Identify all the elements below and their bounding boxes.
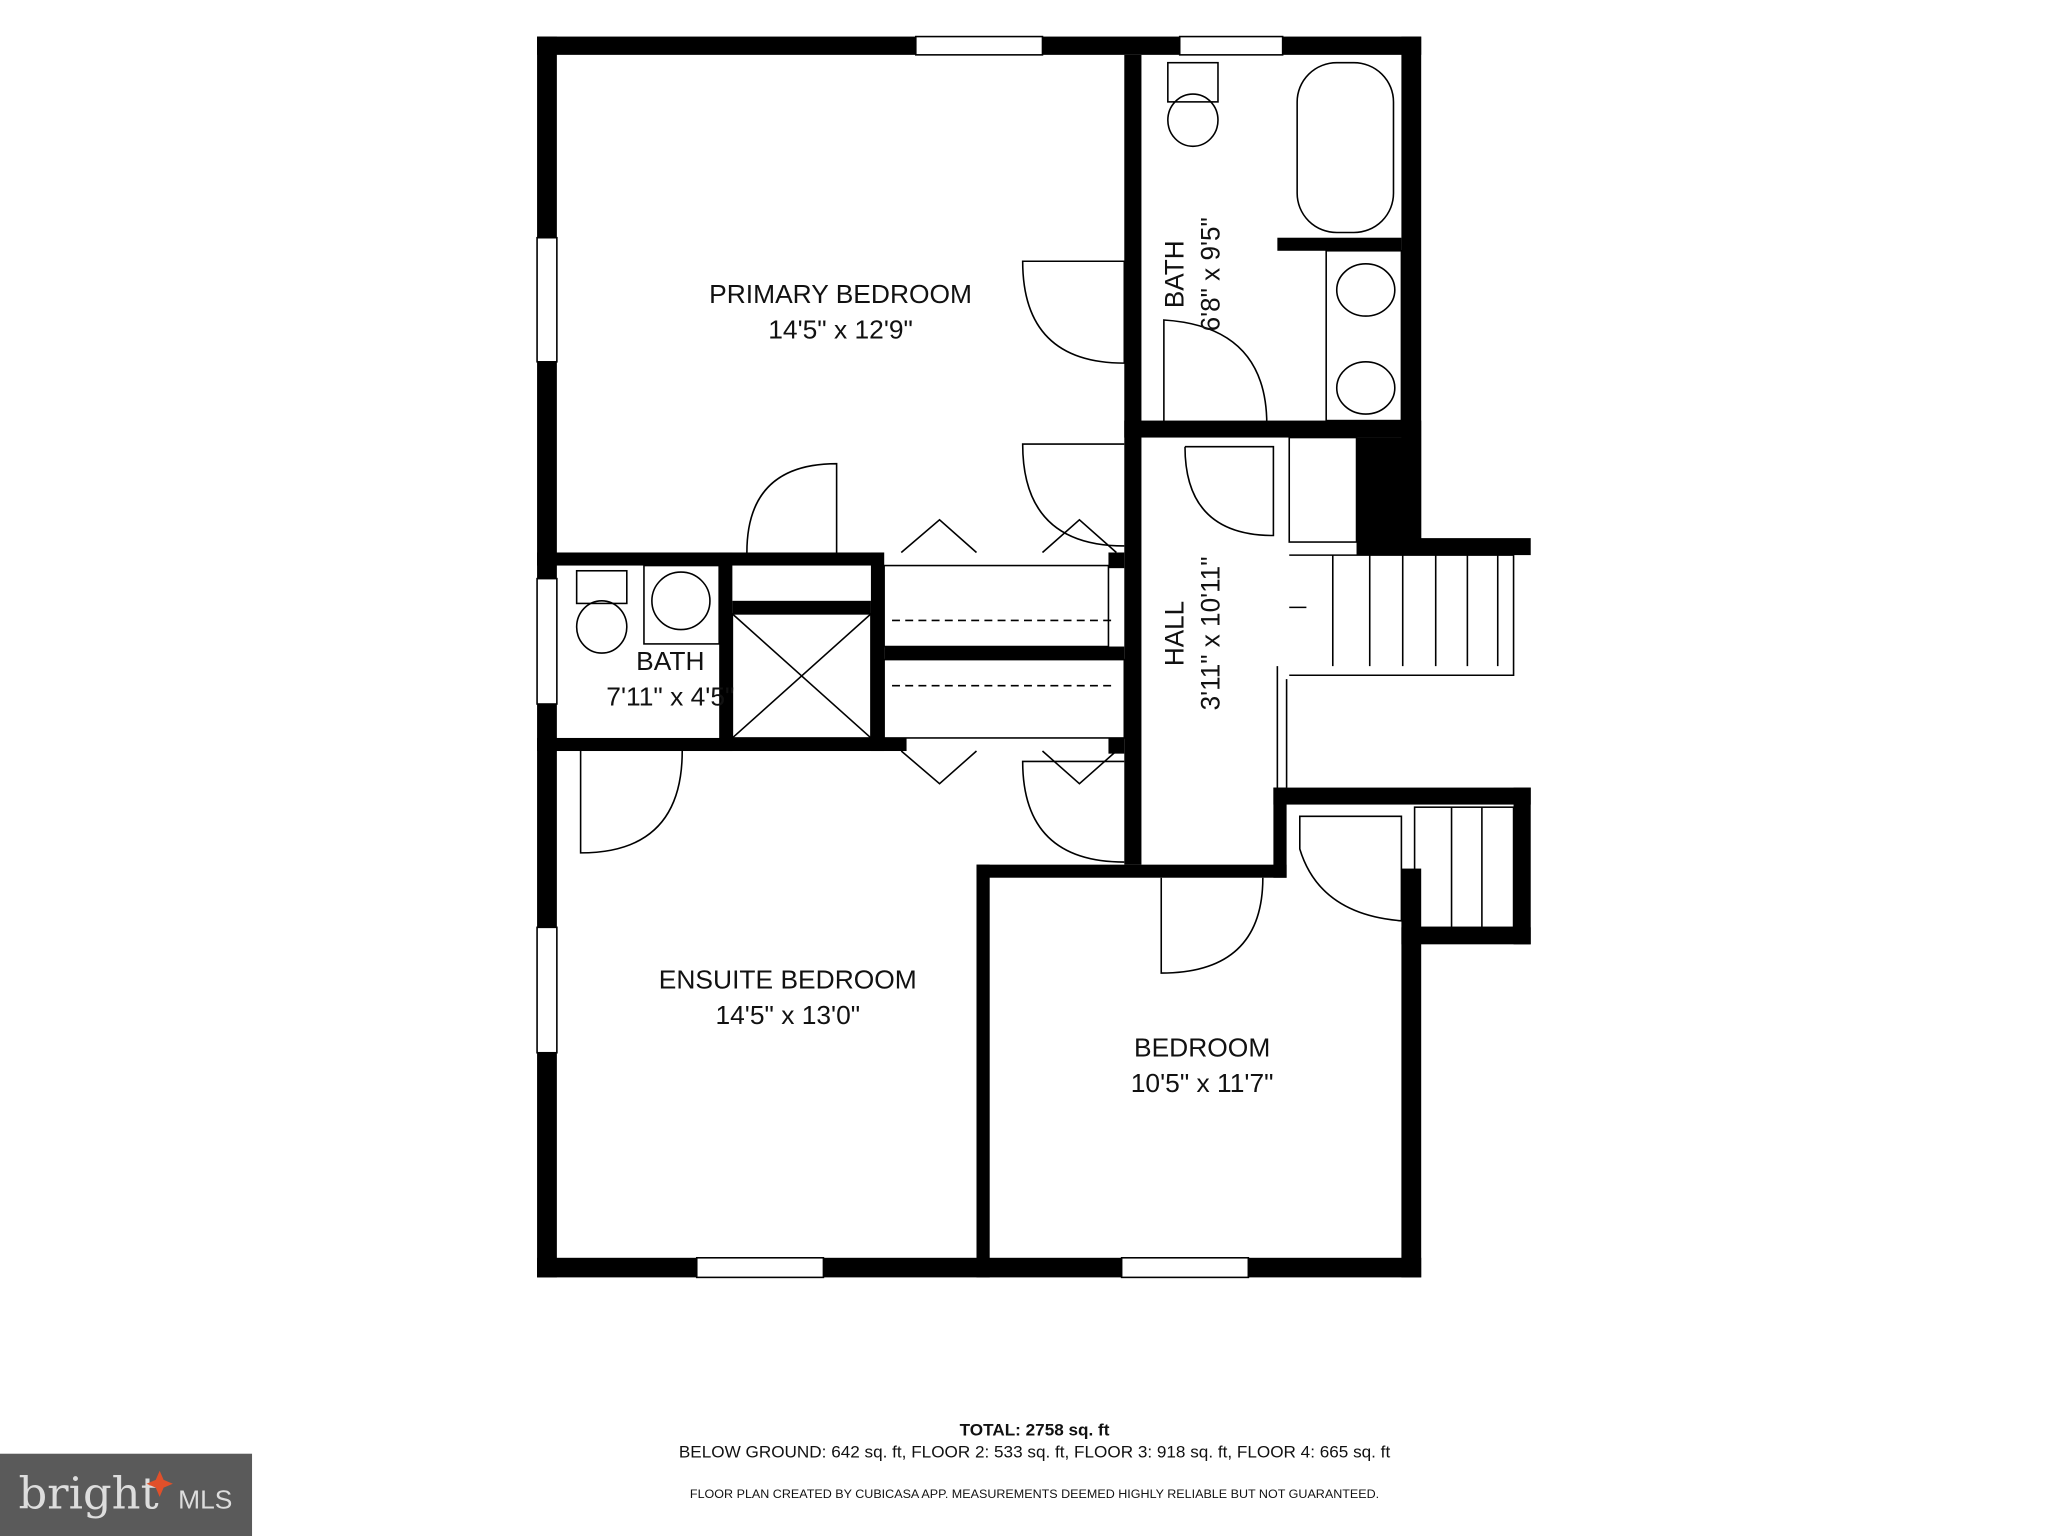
hall-name: HALL (1160, 601, 1190, 666)
bath-upper-name: BATH (1160, 240, 1190, 308)
bath-left-size: 7'11" x 4'5" (606, 681, 734, 711)
bedroom-size: 10'5" x 11'7" (1131, 1068, 1274, 1098)
total-area: TOTAL: 2758 sq. ft (960, 1421, 1110, 1440)
ensuite-bedroom-name: ENSUITE BEDROOM (659, 965, 917, 995)
footer: TOTAL: 2758 sq. ft BELOW GROUND: 642 sq.… (679, 1421, 1391, 1502)
bath-upper-size: 6'8" x 9'5" (1195, 217, 1225, 331)
disclaimer: FLOOR PLAN CREATED BY CUBICASA APP. MEAS… (690, 1487, 1379, 1501)
bright-mls-logo: bright MLS (0, 1453, 253, 1536)
svg-text:bright: bright (18, 1468, 158, 1520)
bedroom-name: BEDROOM (1134, 1033, 1270, 1063)
primary-bedroom-name: PRIMARY BEDROOM (709, 279, 972, 309)
closets-and-stairs (731, 436, 1515, 929)
windows (536, 35, 1284, 1279)
primary-bedroom-size: 14'5" x 12'9" (768, 314, 913, 344)
svg-text:MLS: MLS (178, 1485, 232, 1515)
doors (579, 260, 1403, 974)
hall-size: 3'11" x 10'11" (1195, 557, 1225, 711)
room-labels: PRIMARY BEDROOM 14'5" x 12'9" BATH 6'8" … (606, 217, 1273, 1098)
floor-breakdown: BELOW GROUND: 642 sq. ft, FLOOR 2: 533 s… (679, 1443, 1391, 1462)
ensuite-bedroom-size: 14'5" x 13'0" (715, 1000, 860, 1030)
fixtures (575, 61, 1403, 654)
bath-left-name: BATH (636, 646, 704, 676)
